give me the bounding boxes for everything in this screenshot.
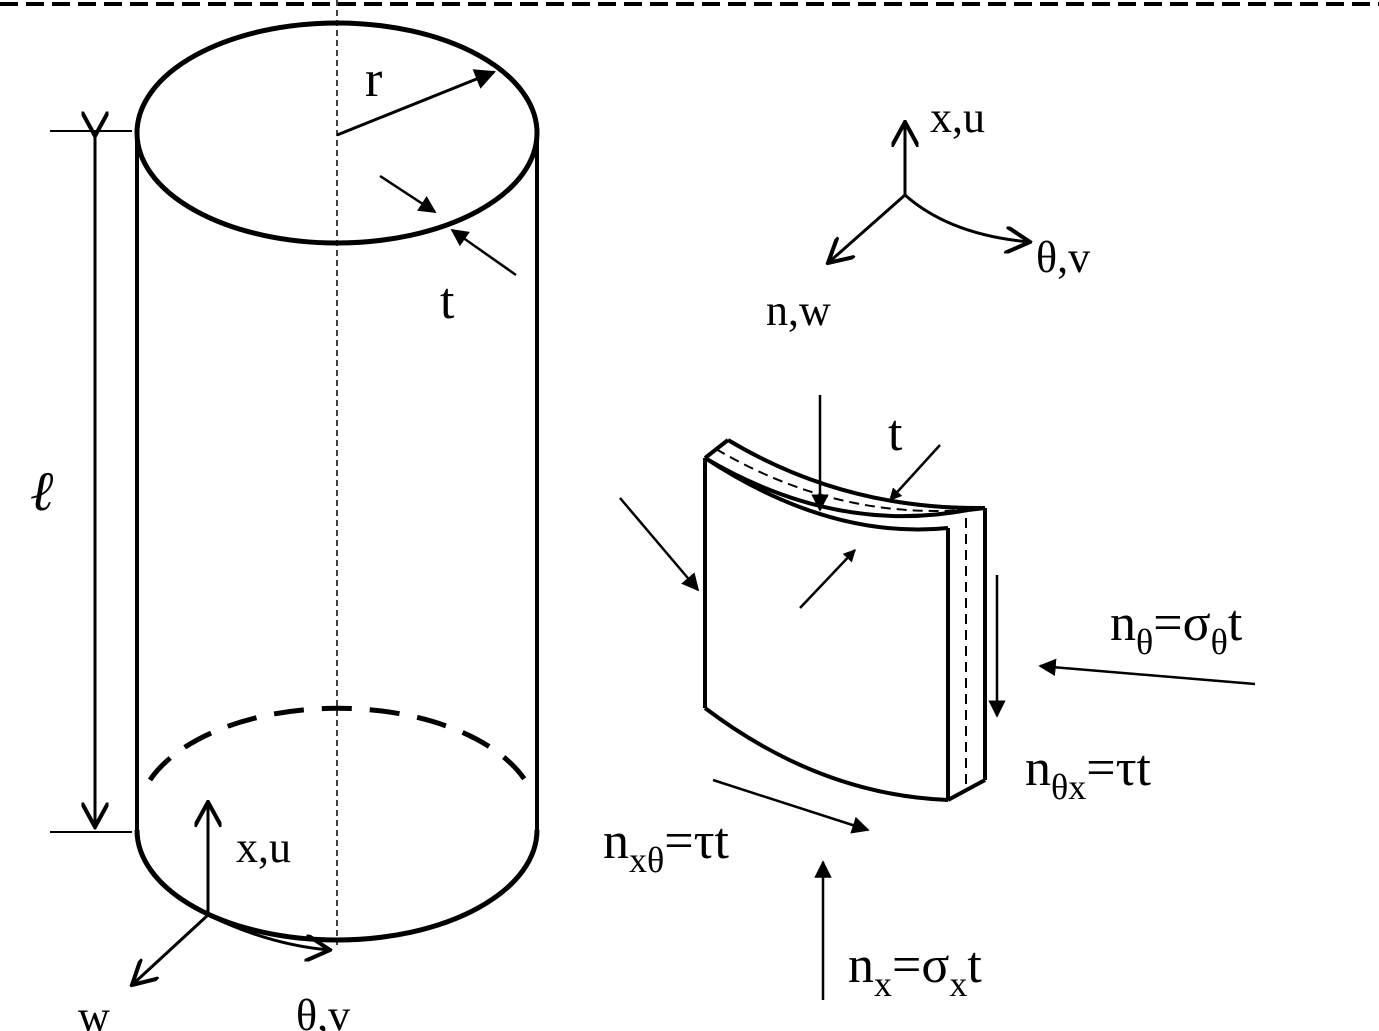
cylinder-bottom-back-arc xyxy=(147,705,528,782)
cylinder-thickness-label: t xyxy=(440,273,455,330)
triad-n-label: n,w xyxy=(766,286,831,335)
element-thickness-label: t xyxy=(888,405,903,462)
radius-arrow xyxy=(336,69,496,137)
n-x-theta-shear-arrow xyxy=(712,778,870,834)
shell-element xyxy=(619,395,1256,1000)
triad-theta-axis-icon xyxy=(904,193,1030,242)
length-label: ℓ xyxy=(30,459,54,524)
element-thickness-arrow-bottom xyxy=(799,549,856,609)
base-n-axis-label: w xyxy=(78,992,110,1031)
element-side-bottom-edge xyxy=(947,778,986,802)
base-x-axis-label: x,u xyxy=(236,823,291,872)
thickness-arrow-outer xyxy=(379,174,437,214)
triad-theta-label: θ,v xyxy=(1036,233,1090,282)
element-top-inner-edge xyxy=(726,438,986,511)
n-theta-label: nθ=σθt xyxy=(1110,595,1243,662)
element-front-top-curve xyxy=(703,456,949,532)
n-x-theta-label: nxθ=τt xyxy=(603,813,729,880)
triad-n-axis-icon xyxy=(828,193,906,263)
element-front-bottom-curve xyxy=(703,706,949,802)
element-top-right-edge xyxy=(967,506,986,512)
cylinder xyxy=(50,0,540,985)
n-theta-arrow xyxy=(1038,658,1256,686)
coordinate-triad xyxy=(828,122,1030,263)
base-theta-axis-label: θ,v xyxy=(296,991,350,1031)
thickness-arrow-inner xyxy=(450,228,517,277)
n-x-label: nx=σxt xyxy=(848,937,982,1004)
element-top-left-edge xyxy=(703,438,730,460)
base-n-axis-icon xyxy=(132,913,210,985)
element-midsurface-top xyxy=(715,448,977,512)
n-theta-x-label: nθx=τt xyxy=(1025,740,1151,807)
triad-x-label: x,u xyxy=(930,93,985,142)
radius-label: r xyxy=(365,51,382,108)
element-thickness-arrow-top xyxy=(889,444,941,501)
base-theta-axis-icon xyxy=(207,913,330,950)
left-normal-load-arrow xyxy=(619,497,700,592)
